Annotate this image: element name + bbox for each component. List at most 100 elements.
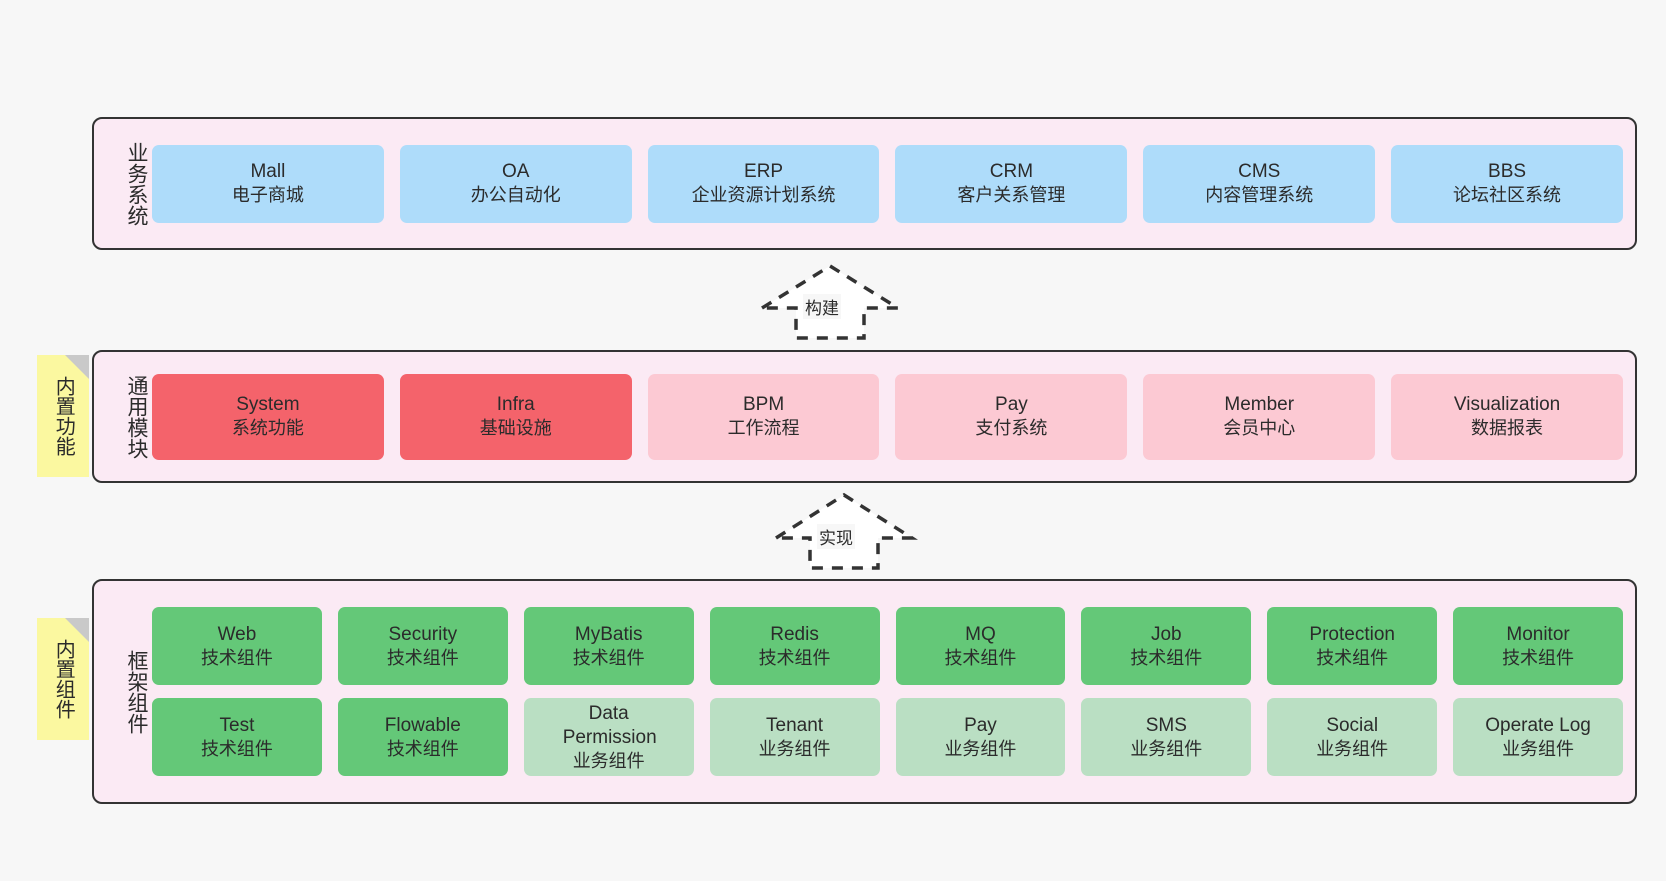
card-title: Mall — [250, 161, 286, 183]
card-title: Pay — [995, 394, 1028, 416]
card-mybatis[interactable]: MyBatis 技术组件 — [523, 607, 694, 685]
card-erp[interactable]: ERP 企业资源计划系统 — [647, 144, 880, 223]
card-subtitle: 企业资源计划系统 — [691, 185, 836, 206]
card-subtitle: 业务组件 — [1316, 738, 1389, 759]
card-title: System — [236, 394, 300, 416]
card-protection[interactable]: Protection 技术组件 — [1267, 607, 1438, 685]
card-sms[interactable]: SMS 业务组件 — [1081, 698, 1252, 776]
note-label: 内置组件 — [52, 639, 75, 719]
card-title: Test — [219, 714, 255, 736]
card-subtitle: 技术组件 — [1316, 647, 1389, 668]
card-title: Redis — [770, 623, 819, 645]
card-visualization[interactable]: Visualization 数据报表 — [1391, 373, 1623, 460]
card-title: Data Permission — [562, 703, 657, 748]
layer-body-common-modules: System 系统功能 Infra 基础设施 BPM 工作流程 Pay 支付系统… — [148, 352, 1635, 481]
card-security[interactable]: Security 技术组件 — [337, 607, 508, 685]
card-title: ERP — [744, 161, 784, 183]
card-subtitle: 业务组件 — [1502, 738, 1575, 759]
card-title: Infra — [496, 394, 535, 416]
layer-title-business-systems: 业务系统 — [125, 141, 148, 226]
card-operate-log[interactable]: Operate Log 业务组件 — [1453, 698, 1623, 776]
card-subtitle: 数据报表 — [1471, 418, 1544, 439]
card-subtitle: 技术组件 — [200, 738, 273, 759]
card-title: Monitor — [1506, 623, 1570, 645]
card-row: Mall 电子商城 OA 办公自动化 ERP 企业资源计划系统 CRM 客户关系… — [152, 144, 1623, 223]
card-system[interactable]: System 系统功能 — [152, 373, 384, 460]
card-subtitle: 技术组件 — [386, 647, 459, 668]
card-row: Test 技术组件 Flowable 技术组件 Data Permission … — [152, 698, 1623, 776]
note-builtin-features[interactable]: 内置功能 — [37, 355, 89, 477]
note-label: 内置功能 — [52, 376, 75, 456]
card-subtitle: 技术组件 — [200, 647, 273, 668]
card-oa[interactable]: OA 办公自动化 — [399, 144, 632, 223]
card-title: MQ — [965, 623, 996, 645]
card-pay[interactable]: Pay 支付系统 — [895, 373, 1128, 460]
arrow-label-build: 构建 — [803, 294, 841, 319]
card-job[interactable]: Job 技术组件 — [1081, 607, 1252, 685]
card-web[interactable]: Web 技术组件 — [152, 607, 322, 685]
card-title: Pay — [964, 714, 997, 736]
card-subtitle: 基础设施 — [479, 418, 552, 439]
card-title: Security — [388, 623, 458, 645]
card-title: BPM — [742, 394, 785, 416]
card-infra[interactable]: Infra 基础设施 — [399, 373, 632, 460]
card-monitor[interactable]: Monitor 技术组件 — [1453, 607, 1623, 685]
card-subtitle: 会员中心 — [1223, 418, 1296, 439]
note-builtin-components[interactable]: 内置组件 — [37, 618, 89, 740]
layer-body-framework-components: Web 技术组件 Security 技术组件 MyBatis 技术组件 Redi… — [148, 581, 1635, 802]
arrow-label-implement: 实现 — [817, 524, 855, 549]
card-subtitle: 技术组件 — [1502, 647, 1575, 668]
card-mq[interactable]: MQ 技术组件 — [895, 607, 1066, 685]
card-subtitle: 技术组件 — [572, 647, 645, 668]
card-title: Social — [1326, 714, 1379, 736]
card-tenant[interactable]: Tenant 业务组件 — [709, 698, 880, 776]
card-social[interactable]: Social 业务组件 — [1267, 698, 1438, 776]
card-subtitle: 技术组件 — [386, 738, 459, 759]
layer-title-framework-components: 框架组件 — [125, 649, 148, 734]
card-subtitle: 系统功能 — [231, 418, 304, 439]
card-title: MyBatis — [574, 623, 643, 645]
card-title: Flowable — [384, 714, 461, 736]
card-subtitle: 业务组件 — [572, 750, 645, 771]
card-bbs[interactable]: BBS 论坛社区系统 — [1391, 144, 1623, 223]
card-pay-component[interactable]: Pay 业务组件 — [895, 698, 1066, 776]
card-redis[interactable]: Redis 技术组件 — [709, 607, 880, 685]
layer-body-business-systems: Mall 电子商城 OA 办公自动化 ERP 企业资源计划系统 CRM 客户关系… — [148, 119, 1635, 248]
card-subtitle: 技术组件 — [1130, 647, 1203, 668]
layer-framework-components[interactable]: 框架组件 Web 技术组件 Security 技术组件 MyBatis 技术组件… — [92, 579, 1637, 804]
card-data-permission[interactable]: Data Permission 业务组件 — [523, 698, 694, 776]
card-title: Tenant — [766, 714, 824, 736]
card-subtitle: 客户关系管理 — [957, 185, 1066, 206]
card-title: BBS — [1488, 161, 1527, 183]
card-title: Visualization — [1453, 394, 1561, 416]
card-subtitle: 业务组件 — [944, 738, 1017, 759]
card-title: Web — [217, 623, 257, 645]
card-row: Web 技术组件 Security 技术组件 MyBatis 技术组件 Redi… — [152, 607, 1623, 685]
card-subtitle: 技术组件 — [758, 647, 831, 668]
card-mall[interactable]: Mall 电子商城 — [152, 144, 384, 223]
card-title: CRM — [989, 161, 1034, 183]
card-title: Job — [1150, 623, 1182, 645]
card-title: CMS — [1238, 161, 1281, 183]
card-subtitle: 工作流程 — [727, 418, 800, 439]
card-subtitle: 支付系统 — [975, 418, 1048, 439]
layer-business-systems[interactable]: 业务系统 Mall 电子商城 OA 办公自动化 ERP 企业资源计划系统 CRM… — [92, 117, 1637, 250]
card-test[interactable]: Test 技术组件 — [152, 698, 322, 776]
card-subtitle: 内容管理系统 — [1205, 185, 1314, 206]
card-flowable[interactable]: Flowable 技术组件 — [337, 698, 508, 776]
layer-title-common-modules: 通用模块 — [125, 374, 148, 459]
card-subtitle: 论坛社区系统 — [1453, 185, 1562, 206]
card-subtitle: 业务组件 — [758, 738, 831, 759]
layer-common-modules[interactable]: 通用模块 System 系统功能 Infra 基础设施 BPM 工作流程 Pay… — [92, 350, 1637, 483]
card-subtitle: 电子商城 — [231, 185, 304, 206]
card-crm[interactable]: CRM 客户关系管理 — [895, 144, 1128, 223]
card-title: SMS — [1145, 714, 1187, 736]
arrow-build: 构建 — [756, 262, 904, 342]
card-cms[interactable]: CMS 内容管理系统 — [1143, 144, 1376, 223]
card-title: Operate Log — [1485, 714, 1591, 736]
card-subtitle: 业务组件 — [1130, 738, 1203, 759]
card-member[interactable]: Member 会员中心 — [1143, 373, 1376, 460]
card-title: Member — [1224, 394, 1295, 416]
card-bpm[interactable]: BPM 工作流程 — [647, 373, 880, 460]
